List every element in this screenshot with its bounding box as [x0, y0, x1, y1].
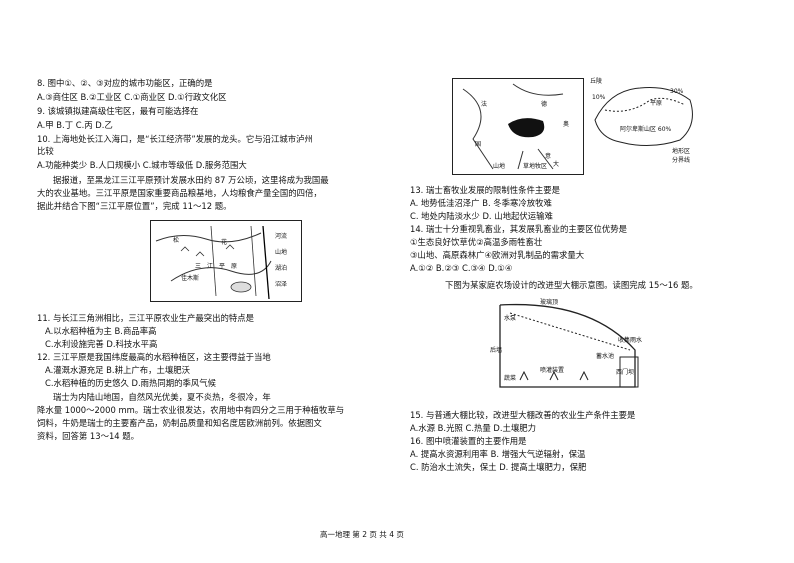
- greenhouse-drawing: [499, 303, 639, 388]
- q14-statements-2: ③山地、高原森林广④欧洲对乳制品的需求量大: [410, 250, 585, 260]
- q13-option-ab: A. 地势低洼沼泽广 B. 冬季寒冷放牧难: [410, 198, 552, 208]
- legend-pasture: 草地牧区: [523, 163, 548, 170]
- q16-stem: 16. 图中喷灌装置的主要作用是: [410, 436, 527, 446]
- swiss-terrain-drawing: [594, 87, 693, 146]
- q16-option-cd: C. 防治水土流失，保土 D. 提高土壤肥力，保肥: [410, 462, 587, 472]
- sanjiang-map: 松 花 三 江 原 平 佳木斯 河流 山地 湖泊 沼泽: [150, 220, 302, 302]
- passage-swiss-3: 饲料，牛奶是瑞士的主要畜产品，奶制品质量和知名度居欧洲前列。依据图文: [37, 418, 322, 428]
- q14-stem: 14. 瑞士十分重视乳畜业，其发展乳畜业的主要区位优势是: [410, 224, 627, 234]
- legend-river: 河流: [275, 233, 288, 240]
- passage-sanjiang-2: 大的农业基地。三江平原是国家重要商品粮基地，人均粮食产量全国的四倍，: [37, 188, 322, 198]
- q13-option-cd: C. 地处内陆淡水少 D. 山地起伏运输难: [410, 211, 553, 221]
- map-label-france-2: 国: [475, 141, 482, 148]
- map-label-italy: 意: [545, 153, 552, 160]
- legend-swamp: 沼泽: [275, 281, 288, 288]
- gh-sprinkler: 喷灌装置: [540, 367, 565, 374]
- terrain-jura: 丘陵: [590, 78, 603, 85]
- swiss-location-map: 法 国 德 意 大 奥 山地 草地牧区: [452, 78, 584, 175]
- q8-stem: 8. 图中①、②、③对应的城市功能区，正确的是: [37, 78, 213, 88]
- q11-stem: 11. 与长江三角洲相比，三江平原农业生产最突出的特点是: [37, 313, 254, 323]
- q10-stem: 10. 上海地处长江入海口，是“长江经济带”发展的龙头。它与沿江城市泸州: [37, 134, 313, 144]
- passage-swiss: 瑞士为内陆山地国，自然风光优美，夏不炎热，冬很冷，年: [53, 392, 271, 402]
- legend-mountain: 山地: [493, 163, 506, 170]
- q14-statements-1: ①生态良好饮草优②高温多雨牲畜壮: [410, 237, 543, 247]
- legend-boundary: 分界线: [672, 157, 691, 164]
- map-label: 花: [221, 239, 228, 246]
- gh-back-wall: 后墙: [490, 347, 503, 354]
- q9-stem: 9. 该城镇拟建高级住宅区，最有可能选择在: [37, 106, 199, 116]
- passage-swiss-2: 降水量 1000～2000 mm。瑞士农业很发达，农用地中有四分之三用于种植牧草…: [37, 405, 345, 415]
- map-label: 三: [195, 263, 202, 270]
- q15-stem: 15. 与普通大棚比较，改进型大棚改善的农业生产条件主要是: [410, 410, 636, 420]
- greenhouse-diagram: 玻璃顶 水泵 后墙 喷灌装置 蓄水池 蔬菜 收集雨水 西门坝: [490, 295, 650, 395]
- map-label-italy-2: 大: [553, 161, 560, 168]
- page-footer: 高一地理 第 2 页 共 4 页: [320, 530, 404, 539]
- map-label: 江: [207, 263, 214, 270]
- map-label: 平: [219, 263, 226, 270]
- q12-option-cd: C.水稻种植的历史悠久 D.雨热同期的季风气候: [45, 378, 217, 388]
- terrain-30: 30%: [670, 88, 684, 95]
- map-label-germany: 德: [541, 101, 548, 108]
- gh-glass-roof: 玻璃顶: [540, 299, 559, 306]
- q8-options: A.③商住区 B.②工业区 C.①商业区 D.①行政文化区: [37, 92, 227, 102]
- map-label: 原: [231, 263, 238, 270]
- q10-options: A.功能种类少 B.人口规模小 C.城市等级低 D.服务范围大: [37, 160, 247, 170]
- terrain-alps: 阿尔卑斯山区 60%: [620, 126, 672, 133]
- gh-reservoir: 蓄水池: [596, 353, 615, 360]
- passage-sanjiang: 据报道，至黑龙江三江平原预计发展水田约 87 万公顷，这里将成为我国最: [53, 175, 329, 185]
- q13-stem: 13. 瑞士畜牧业发展的限制性条件主要是: [410, 185, 560, 195]
- q14-options: A.①② B.②③ C.③④ D.①④: [410, 263, 513, 273]
- gh-rain-collect: 收集雨水: [618, 337, 643, 344]
- q10-stem-cont: 比较: [37, 146, 54, 156]
- passage-swiss-4: 资料，回答第 13～14 题。: [37, 431, 140, 441]
- map-label: 佳木斯: [181, 275, 200, 282]
- swiss-terrain-map: 丘陵 平原 阿尔卑斯山区 60% 30% 10% 地形区 分界线: [590, 78, 700, 170]
- gh-pump: 水泵: [504, 315, 517, 322]
- map-label-austria: 奥: [563, 121, 570, 128]
- q11-option-cd: C.水利设施完善 D.科技水平高: [45, 339, 158, 349]
- q15-options: A.水源 B.光照 C.热量 D.土壤肥力: [410, 423, 537, 433]
- legend-mountain: 山地: [275, 249, 288, 256]
- passage-sanjiang-3: 据此并结合下图“三江平原位置”，完成 11～12 题。: [37, 201, 232, 211]
- passage-greenhouse: 下图为某家庭农场设计的改进型大棚示意图。读图完成 15～16 题。: [445, 280, 698, 290]
- gh-gate: 西门坝: [616, 369, 635, 376]
- q9-options: A.甲 B.丁 C.丙 D.乙: [37, 120, 113, 130]
- swiss-map-drawing: [462, 83, 564, 170]
- q12-stem: 12. 三江平原是我国纬度最高的水稻种植区，这主要得益于当地: [37, 352, 271, 362]
- sanjiang-map-drawing: [155, 225, 272, 300]
- terrain-10: 10%: [592, 94, 606, 101]
- q16-option-ab: A. 提高水资源利用率 B. 增强大气逆辐射，保温: [410, 449, 586, 459]
- gh-vegetables: 蔬菜: [504, 375, 517, 382]
- q11-option-ab: A.以水稻种植为主 B.商品率高: [45, 326, 157, 336]
- map-label-france: 法: [481, 101, 488, 108]
- map-label: 松: [173, 237, 180, 244]
- legend-terrain: 地形区: [672, 148, 691, 155]
- terrain-plain: 平原: [650, 100, 663, 107]
- q12-option-ab: A.灌溉水源充足 B.耕上广布，土壤肥沃: [45, 365, 190, 375]
- legend-lake: 湖泊: [275, 265, 288, 272]
